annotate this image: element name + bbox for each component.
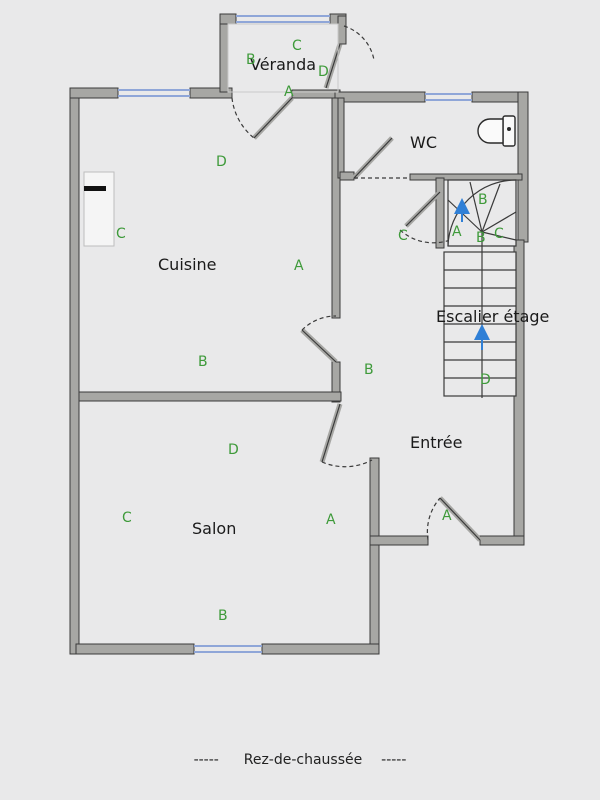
veranda-interior	[227, 23, 339, 93]
escalier-letter-d: D	[480, 372, 491, 388]
escalier-letter-a: A	[452, 224, 462, 240]
wall-right-upper	[517, 91, 529, 243]
room-label-wc: WC	[410, 133, 437, 152]
door-salon-entry	[319, 403, 373, 468]
wall-wc-left	[337, 97, 345, 179]
wall-wc-bottom	[339, 171, 355, 181]
level-caption: ----- Rez-de-chaussée -----	[0, 752, 600, 768]
veranda-letter-b: B	[246, 52, 256, 68]
door-kitchen-veranda	[231, 96, 294, 140]
caption-dash-left: -----	[193, 752, 219, 768]
door-wc	[352, 136, 410, 180]
walls	[69, 13, 529, 655]
windows	[118, 15, 472, 653]
room-label-cuisine: Cuisine	[158, 255, 217, 274]
veranda-letter-d: D	[318, 64, 329, 80]
escalier-letter-c-left: C	[398, 228, 408, 244]
cuisine-letter-b: B	[198, 354, 208, 370]
room-label-salon: Salon	[192, 519, 236, 538]
cuisine-letter-a: A	[294, 258, 304, 274]
wall-top-left	[69, 87, 119, 99]
caption-text: Rez-de-chaussée	[243, 752, 363, 768]
door-kitchen-entry	[300, 315, 338, 364]
salon-letter-d: D	[228, 442, 239, 458]
cuisine-letter-c: C	[116, 226, 126, 242]
veranda-letter-a: A	[284, 84, 294, 100]
wall-veranda-left	[219, 15, 229, 93]
wall-top-wc-left	[334, 91, 426, 103]
wall-veranda-top-left	[219, 13, 237, 25]
wall-left	[69, 87, 80, 655]
wall-entry-bottom-left	[369, 535, 429, 546]
wall-bottom-right	[261, 643, 380, 655]
sink-icon	[83, 171, 115, 247]
veranda-letter-c: C	[292, 38, 302, 54]
room-label-veranda: Véranda	[250, 55, 316, 74]
room-label-escalier: Escalier étage	[436, 307, 549, 326]
toilet-icon	[477, 115, 516, 147]
wall-wc-bottom-right	[409, 173, 523, 181]
stair-arrows	[454, 198, 490, 350]
salon-letter-c: C	[122, 510, 132, 526]
door-veranda-right	[323, 25, 375, 89]
room-label-entree: Entrée	[410, 433, 462, 452]
doors	[231, 25, 482, 542]
escalier-letter-b-top: B	[478, 192, 488, 208]
wall-kitchen-east-upper	[331, 97, 341, 319]
door-stair-closet	[399, 190, 451, 244]
wall-entry-bottom-right	[479, 535, 525, 546]
room-labels: Véranda WC Cuisine Salon Entrée Escalier…	[158, 55, 549, 538]
wall-veranda-right	[337, 15, 347, 45]
entree-letter-a: A	[442, 508, 452, 524]
escalier-letter-c-right: C	[494, 226, 504, 242]
wall-top-right	[291, 89, 341, 99]
entree-letter-b: B	[364, 362, 374, 378]
door-entry	[426, 496, 482, 542]
caption-dash-right: -----	[381, 752, 407, 768]
wall-bottom-left	[75, 643, 195, 655]
staircase	[443, 179, 517, 398]
wall-stair-left	[435, 177, 445, 249]
salon-letter-b: B	[218, 608, 228, 624]
salon-letter-a: A	[326, 512, 336, 528]
cuisine-letter-d: D	[216, 154, 227, 170]
escalier-letter-b-mid: B	[476, 230, 486, 246]
wall-top-mid	[189, 87, 233, 99]
wall-letters: B C D A D C A B D C A B B A B A B C C D	[116, 38, 504, 624]
wall-kitchen-salon	[78, 391, 342, 402]
wall-salon-entry	[369, 457, 380, 655]
